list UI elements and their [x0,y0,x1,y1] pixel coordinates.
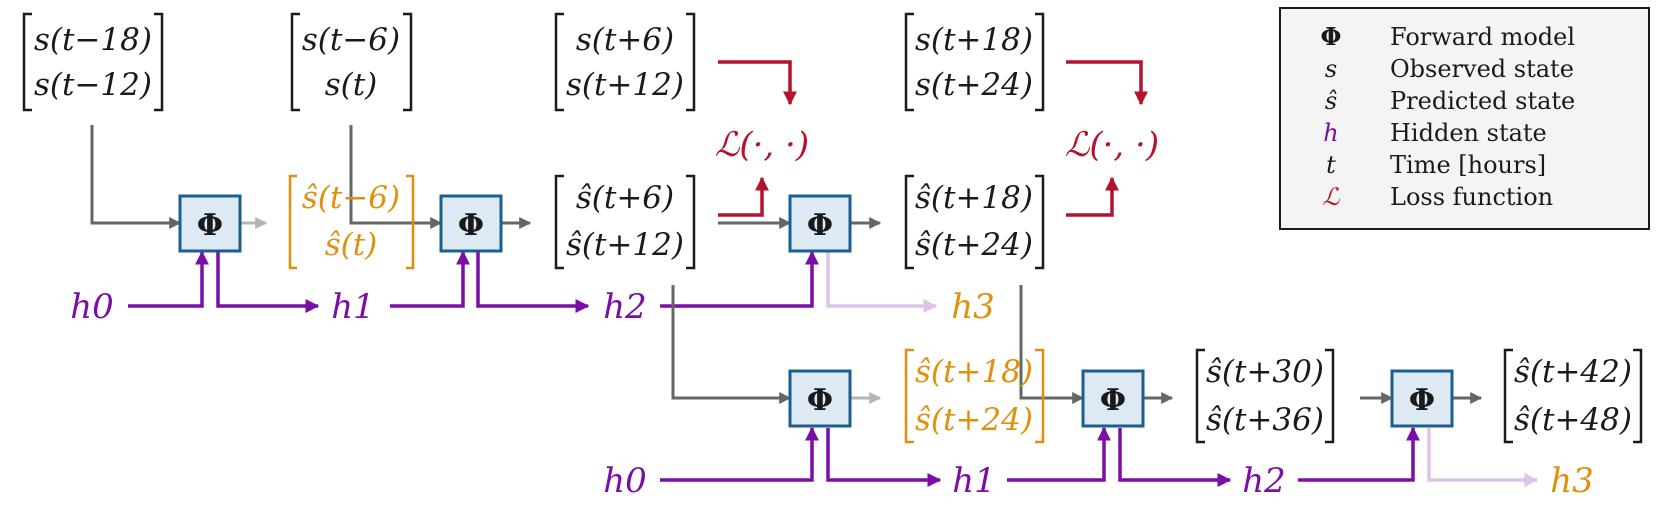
vector-line-2: s(t−12) [34,67,152,103]
loss-arrow-pred-2 [1066,176,1119,217]
hidden-state-label-top-0: h0 [70,287,114,327]
legend-symbol: ℒ [1322,183,1340,211]
vector-line-1: ŝ(t+42) [1514,354,1632,390]
predicted-state-vector-3: ŝ(t+18) ŝ(t+24) [904,174,1045,270]
hidden-in-2 [390,250,470,308]
legend-description: Hidden state [1390,119,1547,147]
predicted-state-vector-2: ŝ(t+6) ŝ(t+12) [554,174,696,270]
hidden-out-2 [476,252,590,313]
legend-symbol: s [1325,55,1337,83]
vector-line-1: ŝ(t+6) [576,180,674,216]
hidden-state-label-bottom-1: h1 [952,461,996,501]
hidden-state-label-top-1: h1 [331,287,375,327]
loss-function-label-1: ℒ(·, ·) [715,125,809,165]
state-arrow-2 [349,125,443,229]
predicted-state-vector-faded-4: ŝ(t+18) ŝ(t+24) [904,348,1045,444]
vector-line-2: ŝ(t+36) [1206,402,1324,438]
hidden-state-label-bottom-3: h3 [1550,461,1594,501]
vector-line-1: ŝ(t+18) [915,354,1033,390]
hidden-state-label-top-3: h3 [951,287,995,327]
vector-line-2: s(t+24) [915,67,1033,103]
phi-box-5: Φ [1081,369,1145,428]
legend-symbol: t [1326,151,1336,179]
observed-state-vector-1: s(t−18) s(t−12) [22,12,164,112]
hidden-in-1 [128,250,209,308]
vector-line-2: ŝ(t+24) [915,227,1033,263]
hidden-in-5 [1007,426,1111,482]
observed-state-vector-4: s(t+18) s(t+24) [904,12,1045,112]
hidden-out-4 [826,428,942,487]
predicted-state-vector-5: ŝ(t+30) ŝ(t+36) [1195,348,1335,444]
phi-label: Φ [807,208,833,243]
predicted-state-vector-6: ŝ(t+42) ŝ(t+48) [1503,348,1643,444]
vector-line-1: s(t+18) [915,22,1033,58]
loss-arrow-obs-2 [1066,60,1148,106]
connectors [90,60,1539,487]
phi-box-1: Φ [178,194,242,253]
legend-symbol: h [1323,119,1338,147]
legend-description: Predicted state [1390,87,1575,115]
vector-line-1: s(t+6) [576,22,674,58]
hidden-state-label-top-2: h2 [603,287,647,327]
observed-state-vector-2: s(t−6) s(t) [290,12,413,112]
phi-box-6: Φ [1390,369,1454,428]
hidden-out-faded-3 [826,252,938,313]
predicted-state-vector-faded-1: ŝ(t−6) ŝ(t) [288,174,415,270]
vector-line-2: s(t) [325,67,378,103]
phi-label: Φ [1409,383,1435,418]
hidden-state-label-bottom-2: h2 [1242,461,1286,501]
vector-line-2: ŝ(t+12) [566,227,684,263]
hidden-in-4 [660,426,819,482]
loss-function-label-2: ℒ(·, ·) [1065,125,1159,165]
phi-box-3: Φ [788,194,852,253]
vector-line-2: s(t+12) [566,67,684,103]
state-arrow-1 [90,125,182,229]
vector-line-2: ŝ(t+48) [1514,402,1632,438]
hidden-out-1 [216,252,320,313]
hidden-state-label-bottom-0: h0 [603,461,647,501]
vector-line-1: ŝ(t−6) [302,180,400,216]
phi-label: Φ [1100,383,1126,418]
phi-box-4: Φ [788,369,852,428]
phi-label: Φ [197,208,223,243]
vector-line-1: ŝ(t+18) [915,180,1033,216]
legend-symbol: ŝ [1325,87,1337,115]
legend: Φ Forward model s Observed state ŝ Predicted … [1279,7,1650,230]
vector-line-1: s(t−6) [302,22,400,58]
legend-description: Forward model [1390,23,1575,51]
phi-label: Φ [807,383,833,418]
phi-box-2: Φ [439,194,503,253]
state-arrow-4 [671,285,792,404]
vector-line-2: ŝ(t) [325,227,378,263]
hidden-in-3 [660,250,819,308]
legend-symbol: Φ [1321,22,1342,51]
loss-arrow-obs-1 [718,60,797,106]
hidden-in-6 [1298,426,1420,482]
state-arrow-5 [1019,285,1085,404]
hidden-out-faded-6 [1427,428,1539,487]
loss-arrow-pred-1 [718,176,769,217]
legend-description: Observed state [1390,55,1574,83]
hidden-out-5 [1118,428,1232,487]
observed-state-vector-3: s(t+6) s(t+12) [554,12,696,112]
vector-line-1: ŝ(t+30) [1206,354,1324,390]
legend-description: Loss function [1390,183,1553,211]
legend-description: Time [hours] [1390,151,1546,179]
vector-line-1: s(t−18) [34,22,152,58]
phi-label: Φ [458,208,484,243]
vector-line-2: ŝ(t+24) [915,402,1033,438]
